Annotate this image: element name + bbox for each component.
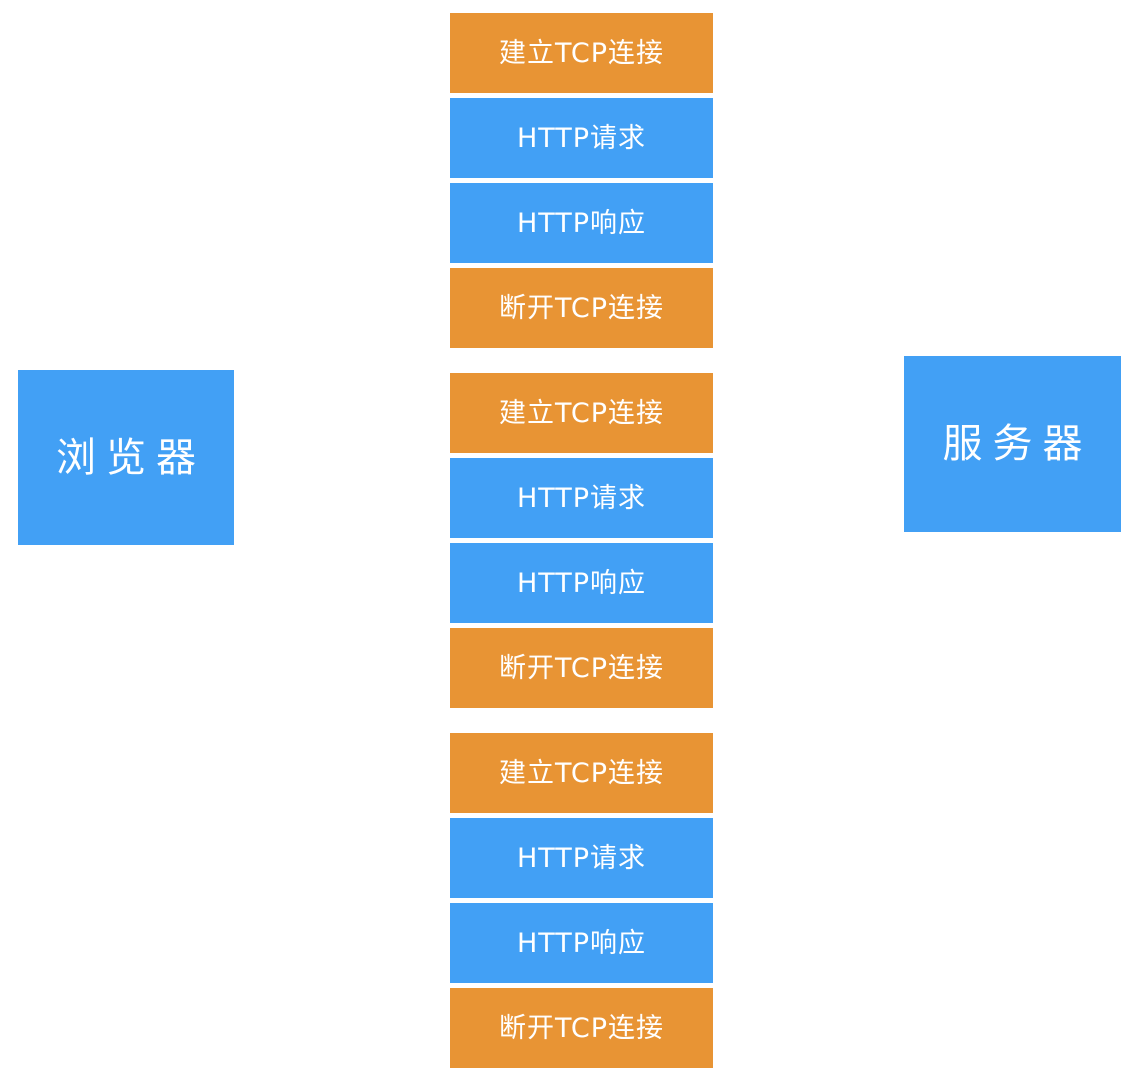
bar-http-response[interactable]: HTTP响应 xyxy=(450,903,713,983)
bar-label: HTTP响应 xyxy=(516,567,647,599)
bar-tcp-connect[interactable]: 建立TCP连接 xyxy=(450,13,713,93)
bar-label: 建立TCP连接 xyxy=(498,37,665,69)
bar-label: HTTP请求 xyxy=(516,482,647,514)
bar-tcp-disconnect[interactable]: 断开TCP连接 xyxy=(450,988,713,1068)
bar-http-request[interactable]: HTTP请求 xyxy=(450,98,713,178)
server-node[interactable]: 服务器 xyxy=(904,356,1121,532)
bar-label: HTTP响应 xyxy=(516,927,647,959)
server-node-label: 服务器 xyxy=(942,421,1093,467)
bar-http-request[interactable]: HTTP请求 xyxy=(450,818,713,898)
exchange-group: 建立TCP连接 HTTP请求 HTTP响应 断开TCP连接 xyxy=(450,373,713,708)
bar-tcp-disconnect[interactable]: 断开TCP连接 xyxy=(450,628,713,708)
browser-node[interactable]: 浏览器 xyxy=(18,370,234,545)
bar-label: HTTP请求 xyxy=(516,122,647,154)
browser-node-label: 浏览器 xyxy=(56,434,206,481)
bar-tcp-disconnect[interactable]: 断开TCP连接 xyxy=(450,268,713,348)
bar-label: 断开TCP连接 xyxy=(498,652,665,684)
exchange-column: 建立TCP连接 HTTP请求 HTTP响应 断开TCP连接 建立TCP连接 HT… xyxy=(450,13,713,1068)
exchange-group: 建立TCP连接 HTTP请求 HTTP响应 断开TCP连接 xyxy=(450,733,713,1068)
bar-label: 建立TCP连接 xyxy=(498,757,665,789)
bar-tcp-connect[interactable]: 建立TCP连接 xyxy=(450,733,713,813)
exchange-group: 建立TCP连接 HTTP请求 HTTP响应 断开TCP连接 xyxy=(450,13,713,348)
bar-label: 建立TCP连接 xyxy=(498,397,665,429)
bar-label: 断开TCP连接 xyxy=(498,1012,665,1044)
bar-http-response[interactable]: HTTP响应 xyxy=(450,183,713,263)
bar-tcp-connect[interactable]: 建立TCP连接 xyxy=(450,373,713,453)
bar-label: HTTP请求 xyxy=(516,842,647,874)
bar-label: HTTP响应 xyxy=(516,207,647,239)
bar-http-request[interactable]: HTTP请求 xyxy=(450,458,713,538)
bar-label: 断开TCP连接 xyxy=(498,292,665,324)
bar-http-response[interactable]: HTTP响应 xyxy=(450,543,713,623)
